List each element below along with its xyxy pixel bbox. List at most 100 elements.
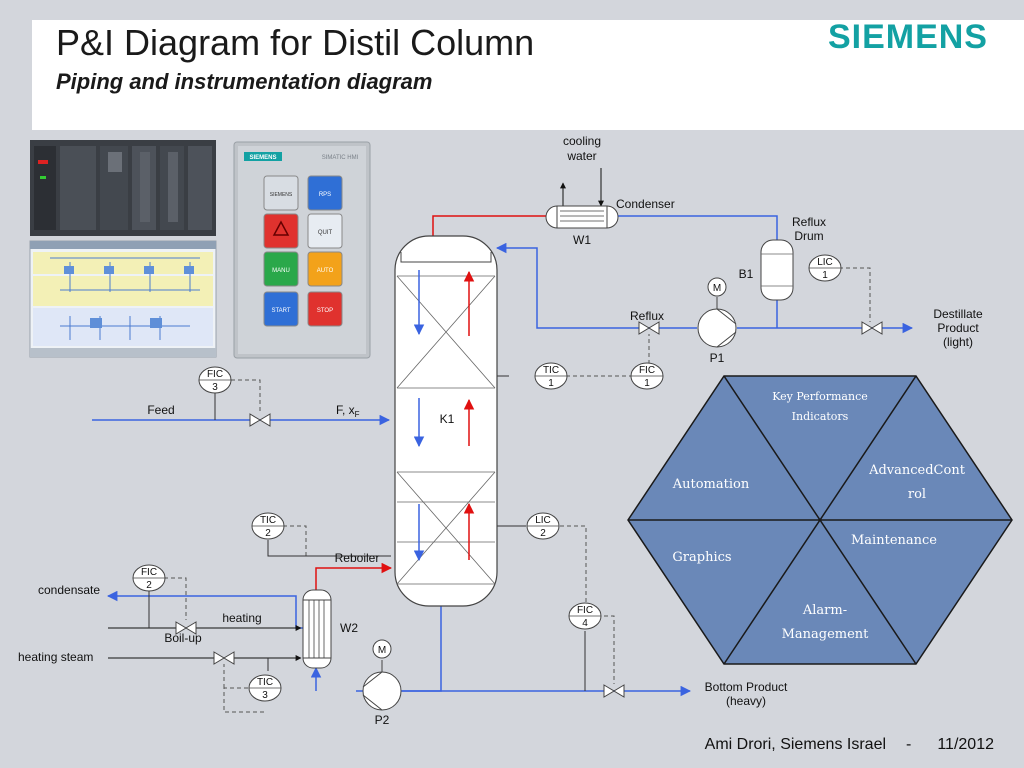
svg-text:3: 3 xyxy=(262,690,268,701)
svg-text:3: 3 xyxy=(212,382,218,393)
steam-valve xyxy=(213,651,235,665)
scada-screen-image xyxy=(29,240,217,358)
svg-text:FIC: FIC xyxy=(141,567,157,578)
svg-text:FIC: FIC xyxy=(639,365,655,376)
reboiler-label: Reboiler xyxy=(335,551,380,565)
hmi-button-quit[interactable] xyxy=(307,213,343,249)
kpi-advanced-control-1: AdvancedCont xyxy=(868,463,966,478)
reboiler-id: W2 xyxy=(340,621,358,635)
reflux-drum-b1 xyxy=(760,239,794,301)
hmi-button-auto[interactable] xyxy=(307,251,343,287)
hmi-brand: SIEMENS xyxy=(249,155,276,161)
overhead-vapor-line xyxy=(432,215,546,241)
pump-p2: M xyxy=(362,639,402,711)
cooling-water-label-1: cooling xyxy=(563,134,601,148)
instrument-tic-3[interactable]: TIC 3 xyxy=(248,674,282,702)
hmi-button-alarm[interactable] xyxy=(263,213,299,249)
svg-text:M: M xyxy=(378,645,386,656)
lic2-fic4-cascade xyxy=(560,525,587,604)
reflux-drum-label-1: Reflux xyxy=(792,215,826,229)
svg-text:2: 2 xyxy=(540,528,546,539)
measurement-taps xyxy=(148,375,586,691)
heating-label: heating xyxy=(222,611,261,625)
svg-text:RPS: RPS xyxy=(319,192,331,198)
svg-text:1: 1 xyxy=(822,270,828,281)
footer: Ami Drori, Siemens Israel-11/2012 xyxy=(705,736,994,754)
siemens-logo: SIEMENS xyxy=(827,18,988,56)
bottom-valve xyxy=(603,684,625,698)
instrument-tic-1[interactable]: TIC 1 xyxy=(534,362,568,390)
reflux-label: Reflux xyxy=(630,309,664,323)
svg-text:SIEMENS: SIEMENS xyxy=(270,192,293,198)
hmi-button-rps[interactable] xyxy=(307,175,343,211)
motor-icon xyxy=(372,639,392,659)
fic2-signal xyxy=(164,577,187,620)
heating-valve xyxy=(175,621,197,635)
motor-icon xyxy=(707,277,727,297)
fic3-signal xyxy=(231,379,261,414)
kpi-alarm-2: Management xyxy=(782,627,870,642)
svg-text:LIC: LIC xyxy=(535,515,551,526)
process-lines xyxy=(92,215,914,697)
drum-id: B1 xyxy=(739,267,754,281)
kpi-title-1: Key Performance xyxy=(772,390,868,403)
hmi-button-siemens[interactable] xyxy=(263,175,299,211)
condenser-id: W1 xyxy=(573,233,591,247)
distillate-label-3: (light) xyxy=(943,335,973,349)
svg-text:STOP: STOP xyxy=(317,308,333,314)
feed-spec: F, xF xyxy=(336,403,360,419)
bottom-product-label-1: Bottom Product xyxy=(705,680,788,694)
hmi-button-stop[interactable] xyxy=(307,291,343,327)
footer-author: Ami Drori, Siemens Israel xyxy=(704,736,887,753)
hmi-button-manu[interactable] xyxy=(263,251,299,287)
header-band xyxy=(32,20,1024,130)
svg-text:TIC: TIC xyxy=(260,515,276,526)
instrument-tic-2[interactable]: TIC 2 xyxy=(251,512,285,540)
drum-internals xyxy=(761,253,793,287)
distillate-valve xyxy=(861,321,883,335)
svg-text:M: M xyxy=(713,283,721,294)
vapor-lines xyxy=(315,215,546,592)
kpi-automation: Automation xyxy=(672,477,750,492)
reflux-line xyxy=(495,242,697,329)
heating-steam-label: heating steam xyxy=(18,650,93,664)
instrument-fic-3[interactable]: FIC 3 xyxy=(198,366,232,394)
plc-rack-image xyxy=(30,140,216,236)
reboiler-vapor-line xyxy=(315,562,393,592)
hmi-panel-image: SIEMENS SIMATIC HMI SIEMENS RPS QUIT MAN… xyxy=(233,141,371,359)
svg-text:TIC: TIC xyxy=(257,677,273,688)
instrument-lic-2[interactable]: LIC 2 xyxy=(526,512,560,540)
page-subtitle: Piping and instrumentation diagram xyxy=(56,69,433,94)
svg-text:START: START xyxy=(271,308,290,314)
instrument-fic-2[interactable]: FIC 2 xyxy=(132,564,166,592)
feed-label: Feed xyxy=(147,403,174,417)
instrument-lic-1[interactable]: LIC 1 xyxy=(808,254,842,282)
warning-icon xyxy=(272,220,290,236)
bottom-product-label-2: (heavy) xyxy=(726,694,766,708)
column-label: K1 xyxy=(440,412,455,426)
svg-text:AUTO: AUTO xyxy=(317,268,334,274)
condenser-to-drum-line xyxy=(618,215,778,243)
kpi-advanced-control-2: rol xyxy=(908,487,926,502)
page-title: P&I Diagram for Distil Column xyxy=(56,22,535,63)
distillate-label-1: Destillate xyxy=(933,307,983,321)
fic4-signal xyxy=(604,615,615,684)
footer-separator: - xyxy=(906,736,912,753)
condenser-label: Condenser xyxy=(616,197,675,211)
kpi-graphics: Graphics xyxy=(672,550,731,565)
hmi-button-start[interactable] xyxy=(263,291,299,327)
svg-text:TIC: TIC xyxy=(543,365,559,376)
condensate-label: condensate xyxy=(38,583,100,597)
svg-text:1: 1 xyxy=(644,378,650,389)
column-k1: K1 xyxy=(394,235,498,607)
svg-text:1: 1 xyxy=(548,378,554,389)
tic3-signal xyxy=(223,687,265,713)
kpi-alarm-1: Alarm- xyxy=(802,603,847,618)
instrument-fic-4[interactable]: FIC 4 xyxy=(568,602,602,630)
pump-p1: M xyxy=(697,277,737,348)
tic2-signal xyxy=(283,525,307,556)
svg-text:QUIT: QUIT xyxy=(318,230,333,236)
instrument-fic-1[interactable]: FIC 1 xyxy=(630,362,664,390)
